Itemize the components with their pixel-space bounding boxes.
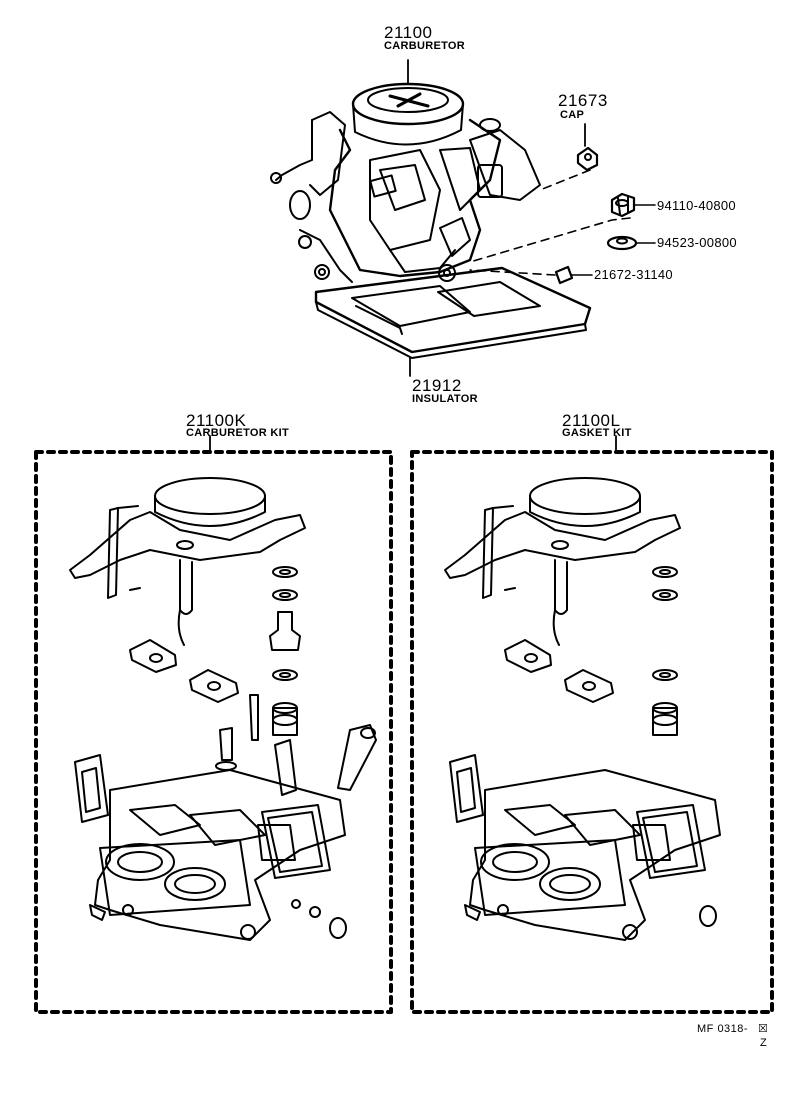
insulator-name: INSULATOR <box>412 393 478 405</box>
gasket-kit-number: 21100L <box>562 411 621 430</box>
footer-suffix: Z <box>760 1037 768 1049</box>
carburetor-name: CARBURETOR <box>384 40 466 52</box>
kit-parts-right <box>444 477 721 941</box>
gasket-kit-name: GASKET KIT <box>562 427 632 439</box>
kit-box-right <box>410 435 774 1014</box>
carburetor-kit-number: 21100K <box>186 411 247 430</box>
screw-part <box>554 265 574 285</box>
kit-parts-left <box>69 477 377 941</box>
screw-number: 21672-31140 <box>594 267 673 282</box>
cap-name: CAP <box>560 109 585 121</box>
footer-crossed-mark: ☒ <box>758 1023 769 1035</box>
insulator-plate <box>314 266 592 354</box>
carburetor-assembly <box>270 59 631 377</box>
carburetor-kit-name: CARBURETOR KIT <box>186 427 289 439</box>
kit-box-left <box>34 435 393 1014</box>
cap-part <box>576 146 599 172</box>
insulator-number: 21912 <box>412 376 462 395</box>
washer-number: 94523-00800 <box>657 235 737 250</box>
cap-number: 21673 <box>558 91 608 110</box>
washer-part <box>606 235 638 251</box>
nut-part <box>610 192 636 218</box>
footer-code: MF 0318- <box>697 1023 749 1035</box>
nut-number: 94110-40800 <box>657 198 736 213</box>
carburetor-number: 21100 <box>384 23 433 42</box>
